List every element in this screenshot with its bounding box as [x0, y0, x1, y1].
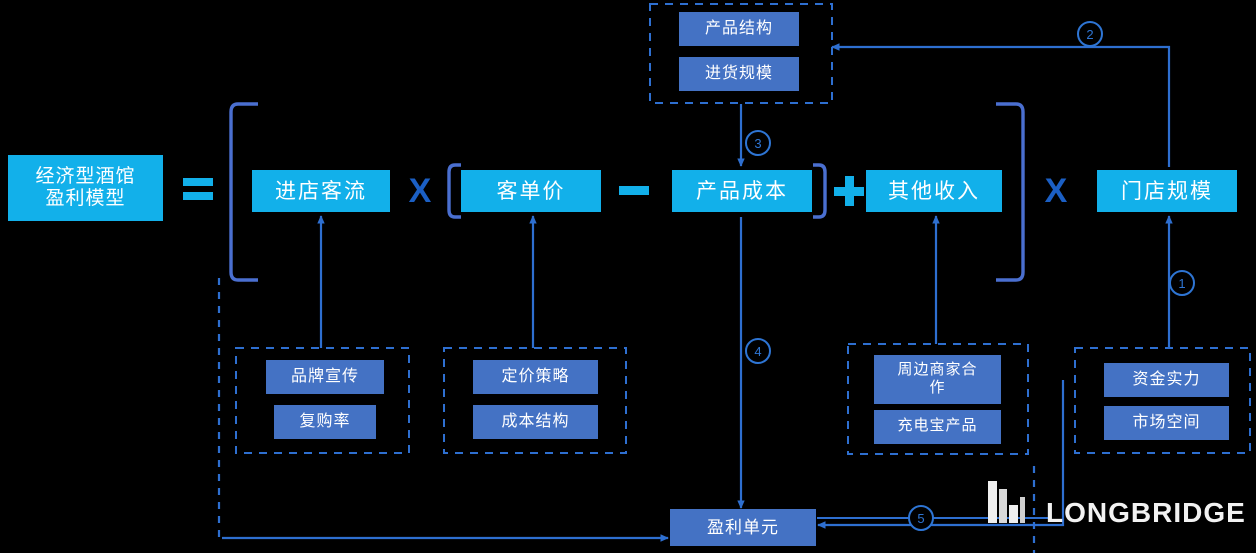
flow-marker-5: 5 — [908, 505, 934, 531]
node-aov-label: 客单价 — [496, 178, 566, 203]
node-root-label-line2: 盈利模型 — [45, 188, 126, 209]
group-item-purchase-scale[interactable]: 进货规模 — [679, 57, 799, 91]
group-item-label: 复购率 — [299, 412, 351, 430]
operator-multiply-2: X — [1040, 171, 1072, 210]
flow-marker-4-label: 4 — [754, 343, 762, 359]
group-item-label: 品牌宣传 — [290, 367, 359, 385]
flow-marker-3: 3 — [745, 130, 771, 156]
group-item-label: 产品结构 — [704, 19, 773, 37]
group-item-label: 市场空间 — [1132, 413, 1201, 431]
node-cost[interactable]: 产品成本 — [672, 170, 812, 212]
node-root-label-line1: 经济型酒馆 — [35, 166, 136, 188]
node-profit-unit-label: 盈利单元 — [707, 517, 779, 537]
group-frame-other-income — [847, 343, 1029, 455]
node-other-income-label: 其他收入 — [888, 178, 980, 203]
group-item-label: 充电宝产品 — [897, 418, 978, 435]
node-root[interactable]: 经济型酒馆 盈利模型 — [8, 155, 163, 221]
group-item-label: 定价策略 — [501, 367, 570, 385]
flow-marker-3-label: 3 — [754, 135, 762, 151]
brand-name: LONGBRIDGE — [1046, 497, 1246, 528]
group-item-label: 周边商家合作 — [897, 362, 978, 396]
node-aov[interactable]: 客单价 — [461, 170, 601, 212]
group-item-product-structure[interactable]: 产品结构 — [679, 12, 799, 46]
group-item-merchant-cooperation[interactable]: 周边商家合作 — [874, 355, 1001, 404]
operator-equals — [183, 178, 213, 202]
flow-marker-1-label: 1 — [1178, 275, 1186, 291]
node-store-scale[interactable]: 门店规模 — [1097, 170, 1237, 212]
group-item-pricing-strategy[interactable]: 定价策略 — [473, 360, 598, 394]
flow-marker-2-label: 2 — [1086, 26, 1094, 42]
group-item-brand-promotion[interactable]: 品牌宣传 — [266, 360, 384, 394]
group-item-powerbank-product[interactable]: 充电宝产品 — [874, 410, 1001, 444]
node-store-scale-label: 门店规模 — [1121, 178, 1213, 203]
operator-multiply-1-glyph: X — [408, 171, 432, 210]
operator-multiply-1: X — [404, 171, 436, 210]
group-item-repurchase-rate[interactable]: 复购率 — [274, 405, 376, 439]
group-frame-store-scale — [1074, 347, 1251, 454]
node-profit-unit[interactable]: 盈利单元 — [670, 509, 816, 546]
node-cost-label: 产品成本 — [696, 178, 788, 203]
group-item-label: 资金实力 — [1132, 370, 1201, 388]
group-item-label: 成本结构 — [501, 412, 570, 430]
brand-logo: LONGBRIDGE — [985, 479, 1246, 527]
node-other-income[interactable]: 其他收入 — [866, 170, 1002, 212]
group-item-label: 进货规模 — [704, 64, 773, 82]
group-frame-traffic-drivers — [235, 347, 410, 454]
group-frame-aov-drivers — [443, 347, 627, 454]
operator-multiply-2-glyph: X — [1044, 171, 1068, 210]
flow-marker-1: 1 — [1169, 270, 1195, 296]
longbridge-bars-icon — [988, 481, 1025, 523]
group-item-capital-strength[interactable]: 资金实力 — [1104, 363, 1229, 397]
flow-marker-2: 2 — [1077, 21, 1103, 47]
node-traffic[interactable]: 进店客流 — [252, 170, 390, 212]
flow-marker-4: 4 — [745, 338, 771, 364]
group-item-market-space[interactable]: 市场空间 — [1104, 406, 1229, 440]
flow-marker-5-label: 5 — [917, 510, 925, 526]
group-item-cost-structure[interactable]: 成本结构 — [473, 405, 598, 439]
operator-minus — [619, 186, 649, 195]
operator-plus — [834, 176, 864, 206]
node-traffic-label: 进店客流 — [275, 178, 367, 203]
group-frame-cost-drivers-top — [649, 3, 833, 104]
